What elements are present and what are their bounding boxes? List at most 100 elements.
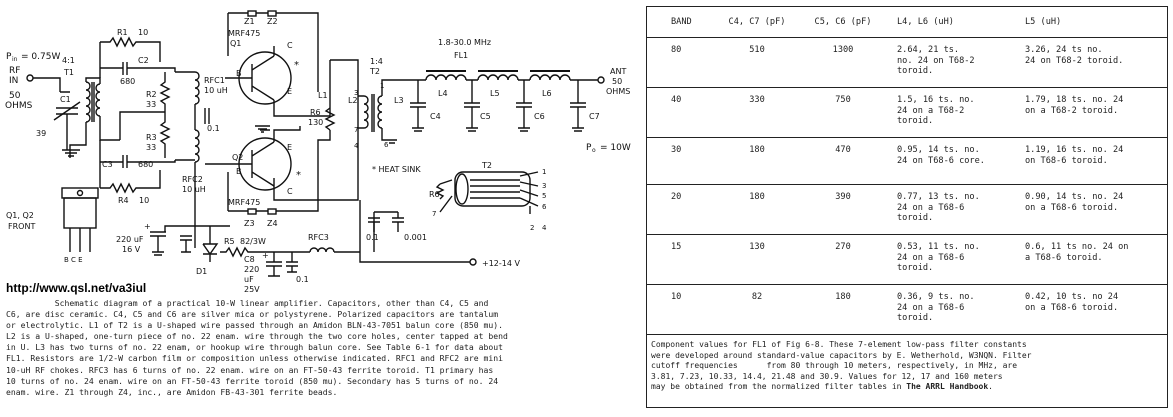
transistor-package (61, 187, 99, 252)
fl1-label: FL1 (454, 51, 468, 60)
t2d-5-label: 5 (542, 192, 546, 200)
cell-l5: 3.26, 24 ts no. 24 on T68-2 toroid. (1025, 45, 1124, 66)
c1-value: 39 (36, 129, 46, 138)
c3-label: C3 (102, 160, 113, 169)
r2-value: 33 (146, 100, 156, 109)
cell-l5: 1.19, 16 ts. no. 24 on T68-6 toroid. (1025, 145, 1124, 166)
rfc2-choke (194, 129, 200, 163)
r3-value: 33 (146, 143, 156, 152)
l4-label: L4 (438, 89, 448, 98)
header-c4-c7: C4, C7 (pF) (728, 17, 786, 27)
table-note-bold: The ARRL Handbook (906, 382, 989, 392)
q-front-label: Q1, Q2 (6, 211, 34, 220)
plus2-label: + (262, 251, 269, 260)
po-label: P (586, 143, 592, 153)
table-row: 30 180 470 0.95, 14 ts. no. 24 on T68-6 … (647, 137, 1167, 185)
ant-label: ANT (610, 67, 626, 76)
z4-bead (267, 208, 277, 215)
z1-label: Z1 (244, 17, 255, 26)
c3-value: 680 (138, 160, 153, 169)
cell-c4-c7: 510 (749, 45, 765, 55)
cell-band: 30 (671, 145, 682, 155)
t2-label: T2 (369, 67, 380, 76)
cell-c4-c7: 180 (749, 192, 765, 202)
supply-terminal (469, 258, 477, 266)
cell-band: 40 (671, 95, 682, 105)
filter-table: BAND C4, C7 (pF) C5, C6 (pF) L4, L6 (uH)… (646, 6, 1168, 408)
heat-sink-label: * HEAT SINK (372, 165, 421, 174)
z2-label: Z2 (267, 17, 278, 26)
cell-c5-c6: 1300 (832, 45, 854, 55)
c2-label: C2 (138, 56, 149, 65)
c-top-label: C (287, 41, 293, 50)
schematic-caption: Schematic diagram of a practical 10-W li… (6, 298, 508, 397)
r5-label: R5 (224, 237, 235, 246)
z3-bead (247, 208, 257, 215)
c220-volt: 16 V (122, 245, 141, 254)
cell-l5: 1.79, 18 ts. no. 24 on a T68-2 toroid. (1025, 95, 1124, 116)
mrf-top-label: MRF475 (228, 29, 260, 38)
plus1-label: + (144, 222, 151, 231)
pin-label: P (6, 52, 12, 62)
table-row: 15 130 270 0.53, 11 ts. no. 24 on a T68-… (647, 234, 1167, 285)
cell-c4-c7: 180 (749, 145, 765, 155)
cell-c5-c6: 470 (835, 145, 851, 155)
supply-label: +12-14 V (482, 259, 520, 268)
c6-label: C6 (534, 112, 545, 121)
table-row: 20 180 390 0.77, 13 ts. no. 24 on a T68-… (647, 184, 1167, 235)
r5-resistor (220, 246, 300, 258)
cell-band: 20 (671, 192, 682, 202)
rfc2-value: 10 uH (182, 185, 206, 194)
c7-label: C7 (589, 112, 600, 121)
r1-label: R1 (117, 28, 128, 37)
cell-l5: 0.42, 10 ts. no 24 on a T68-6 toroid. (1025, 292, 1119, 313)
t2d-1-label: 1 (542, 168, 546, 176)
ant-terminal (597, 76, 605, 84)
r4-value: 10 (139, 196, 149, 205)
watermark-url[interactable]: http://www.qsl.net/va3iul (6, 281, 147, 295)
rf-input-terminal (26, 74, 34, 82)
po-value: = 10W (600, 143, 631, 153)
l3-label: L3 (394, 96, 404, 105)
fl1-capacitors (410, 80, 586, 132)
t2-primary-winding (363, 95, 369, 129)
b1-label: B (236, 69, 242, 78)
b2-label: B (236, 167, 242, 176)
r6-resistor (324, 107, 336, 131)
r3-label: R3 (146, 133, 157, 142)
cell-c5-c6: 180 (835, 292, 851, 302)
r2-resistor (159, 72, 171, 112)
r3-resistor (159, 112, 171, 158)
t1-primary-winding (85, 81, 91, 123)
in-label: IN (9, 76, 18, 86)
t1-ratio-label: 4:1 (62, 56, 75, 65)
cap-0001: 0.001 (404, 233, 427, 242)
pin-sub-label: in (12, 56, 18, 63)
c8-value: 220 (244, 265, 259, 274)
r2-label: R2 (146, 90, 157, 99)
l5-label: L5 (490, 89, 500, 98)
table-note-text: Component values for FL1 of Fig 6-8. The… (651, 340, 1032, 392)
t2-detail-label: T2 (481, 161, 492, 170)
pin-value: = 0.75W (21, 52, 60, 62)
cell-c4-c7: 130 (749, 242, 765, 252)
cell-l4-l6: 0.53, 11 ts. no. 24 on a T68-6 toroid. (897, 242, 980, 273)
l4-inductor (425, 74, 467, 81)
t2d-4-label: 4 (542, 224, 547, 232)
l1-label: L1 (318, 91, 328, 100)
c5-label: C5 (480, 112, 491, 121)
cell-c5-c6: 270 (835, 242, 851, 252)
c2-value: 680 (120, 77, 135, 86)
c8-unit: uF (244, 275, 254, 284)
ohms-out-label: OHMS (606, 87, 630, 96)
rfc1-value: 10 uH (204, 86, 228, 95)
cell-l5: 0.90, 14 ts. no. 24 on a T68-6 toroid. (1025, 192, 1124, 213)
star1-label: * (294, 60, 299, 71)
d1-label: D1 (196, 267, 207, 276)
l2-label: L2 (348, 96, 358, 105)
cell-c4-c7: 82 (751, 292, 763, 302)
cell-c5-c6: 390 (835, 192, 851, 202)
r1-value: 10 (138, 28, 148, 37)
q1-label: Q1 (230, 39, 241, 48)
cell-c4-c7: 330 (749, 95, 765, 105)
